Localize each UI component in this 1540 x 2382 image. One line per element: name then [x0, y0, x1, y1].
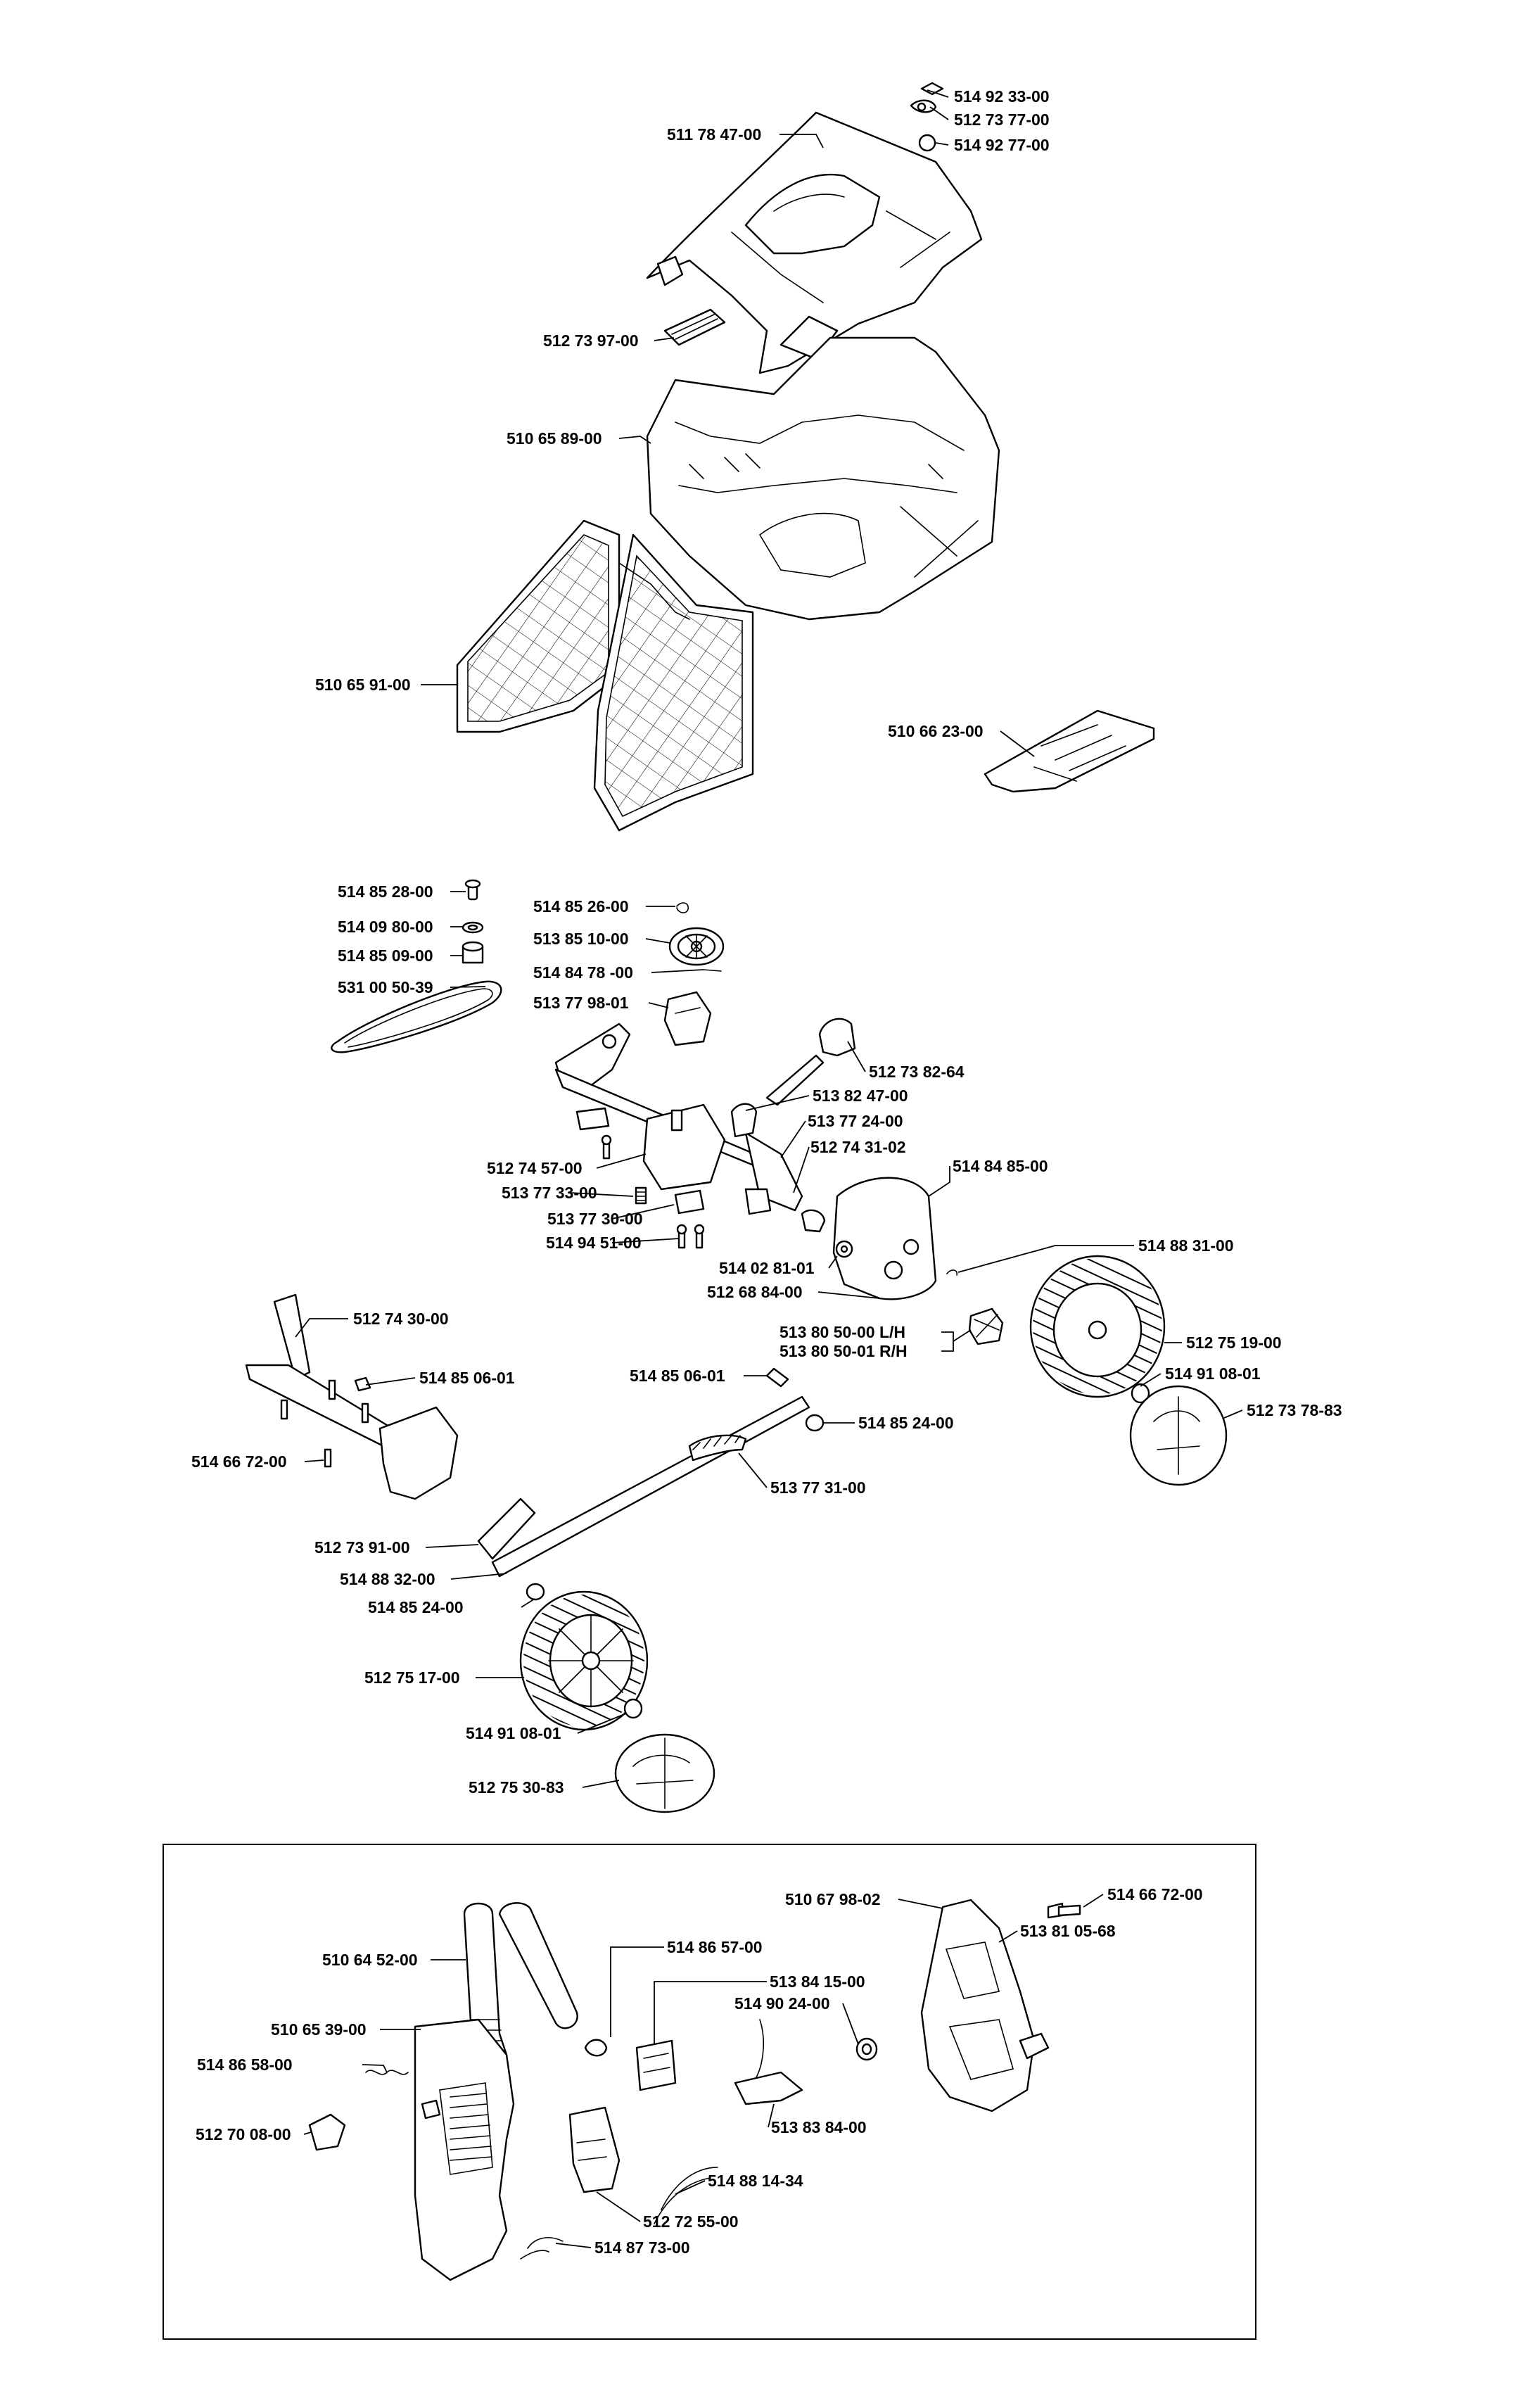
callout-c23: 513 77 30-00: [547, 1210, 643, 1228]
callout-c08: 510 66 23-00: [888, 722, 984, 740]
callout-c38: 514 85 24-00: [858, 1414, 954, 1432]
transmission-assembly: [554, 1022, 803, 1215]
callout-c51: 513 84 15-00: [770, 1972, 865, 1991]
callout-c39: 513 77 31-00: [770, 1478, 866, 1497]
bolt-washer-spacer-stack: [462, 879, 484, 964]
callout-c45: 512 75 30-83: [469, 1778, 564, 1797]
inset-frame: [163, 1844, 1256, 2340]
switch-housing-right: [920, 1899, 1081, 2112]
callout-c29: 512 74 30-00: [353, 1310, 449, 1328]
callout-c05: 512 73 97-00: [543, 331, 639, 350]
callout-c18: 513 82 47-00: [813, 1087, 908, 1105]
callout-c59: 514 87 73-00: [594, 2238, 690, 2257]
callout-c42: 514 85 24-00: [368, 1598, 464, 1616]
callout-c10: 514 09 80-00: [338, 918, 433, 936]
callout-c33: 513 80 50-00 L/H: [779, 1323, 905, 1341]
grass-catcher-frame: [646, 336, 1000, 621]
callout-c40: 512 73 91-00: [314, 1538, 410, 1557]
front-axle-and-height-lever: [245, 1293, 459, 1500]
callout-c31: 514 66 72-00: [191, 1452, 287, 1471]
drive-gear-cover: [801, 1177, 937, 1300]
callout-c28: 514 88 31-00: [1138, 1236, 1234, 1255]
callout-c32: 514 85 06-01: [630, 1367, 725, 1385]
switch-cable: [654, 2019, 803, 2224]
drive-belt: [331, 980, 502, 1053]
callout-c27: 512 68 84-00: [707, 1283, 803, 1301]
callout-c55: 513 83 84-00: [771, 2118, 867, 2136]
front-wheel-left: [519, 1590, 715, 1813]
catcher-rail-part: [663, 308, 726, 346]
callout-c58: 512 72 55-00: [643, 2212, 739, 2231]
rear-wheel-right: [946, 1255, 1228, 1486]
callout-c13: 514 85 26-00: [533, 897, 629, 916]
grass-catcher-lid: [646, 111, 983, 374]
drive-control-lever: [730, 1018, 856, 1138]
callout-c17: 512 73 82-64: [869, 1063, 965, 1081]
callout-c11: 514 85 09-00: [338, 946, 433, 965]
callout-c57: 514 88 14-34: [708, 2172, 803, 2190]
height-adjust-bar: [477, 1367, 825, 1601]
leader-lines: [295, 89, 1243, 2248]
callout-labels: 514 92 33-00 512 73 77-00 514 92 77-00 5…: [191, 87, 1342, 2257]
callout-c30: 514 85 06-01: [419, 1369, 515, 1387]
callout-c34: 513 80 50-01 R/H: [779, 1342, 908, 1360]
callout-c26: 514 02 81-01: [719, 1259, 815, 1277]
callout-c07: 510 65 91-00: [315, 676, 411, 694]
callout-c43: 512 75 17-00: [364, 1668, 460, 1687]
callout-c15: 514 84 78 -00: [533, 963, 633, 982]
pulley-group: [663, 902, 725, 1046]
callout-c22: 513 77 33-00: [502, 1184, 597, 1202]
lid-latch-parts: [910, 82, 944, 152]
callout-c41: 514 88 32-00: [340, 1570, 435, 1588]
callout-c48: 513 81 05-68: [1020, 1922, 1116, 1940]
callout-c20: 512 74 31-02: [810, 1138, 906, 1156]
catcher-side-mesh-panels: [456, 519, 754, 832]
callout-c01: 514 92 33-00: [954, 87, 1050, 106]
callout-c52: 514 90 24-00: [734, 1994, 830, 2013]
callout-c06: 510 65 89-00: [507, 429, 602, 448]
callout-c09: 514 85 28-00: [338, 882, 433, 901]
transmission-bracket-screws: [575, 1107, 705, 1249]
callout-c56: 512 70 08-00: [196, 2125, 291, 2143]
switch-internals: [308, 2037, 878, 2260]
callout-c24: 514 94 51-00: [546, 1234, 642, 1252]
callout-c50: 514 86 57-00: [667, 1938, 763, 1956]
callout-c16: 513 77 98-01: [533, 994, 629, 1012]
callout-c44: 514 91 08-01: [466, 1724, 561, 1742]
callout-c46: 510 67 98-02: [785, 1890, 881, 1908]
callout-c14: 513 85 10-00: [533, 930, 629, 948]
callout-c21: 512 74 57-00: [487, 1159, 583, 1177]
callout-c12: 531 00 50-39: [338, 978, 433, 996]
catcher-bottom-plate: [984, 709, 1155, 793]
callout-c49: 510 64 52-00: [322, 1951, 418, 1969]
callout-c54: 514 86 58-00: [197, 2055, 293, 2074]
callout-c03: 514 92 77-00: [954, 136, 1050, 154]
callout-c02: 512 73 77-00: [954, 110, 1050, 129]
switch-housing-left: [414, 2018, 515, 2281]
callout-c35: 512 75 19-00: [1186, 1333, 1282, 1352]
callout-c37: 512 73 78-83: [1247, 1401, 1342, 1419]
callout-c53: 510 65 39-00: [271, 2020, 367, 2039]
callout-c19: 513 77 24-00: [808, 1112, 903, 1130]
callout-c47: 514 66 72-00: [1107, 1885, 1203, 1903]
callout-c36: 514 91 08-01: [1165, 1364, 1261, 1383]
callout-c25: 514 84 85-00: [953, 1157, 1048, 1175]
callout-c04: 511 78 47-00: [667, 125, 761, 144]
